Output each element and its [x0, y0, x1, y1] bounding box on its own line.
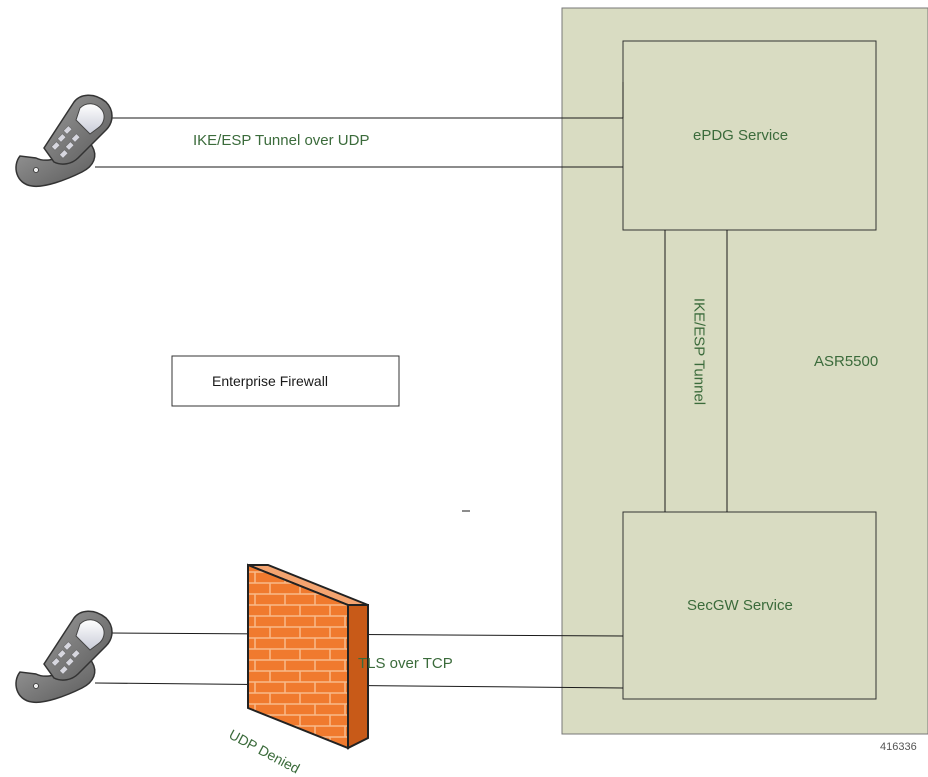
secgw-service-label: SecGW Service [687, 597, 793, 614]
figure-id-label: 416336 [880, 741, 917, 753]
firewall-brick-icon [247, 563, 369, 750]
tls-over-tcp-label: TLS over TCP [358, 655, 453, 672]
mobile-phone-icon [15, 610, 113, 704]
secgw-service-box [622, 511, 877, 700]
epdg-service-label: ePDG Service [693, 127, 789, 144]
enterprise-firewall-label: Enterprise Firewall [212, 373, 328, 389]
mobile-phone-icon [15, 94, 113, 188]
enterprise-firewall-box [171, 355, 400, 407]
asr-platform-label: ASR5500 [814, 353, 879, 370]
udp-tunnel-label: IKE/ESP Tunnel over UDP [193, 132, 370, 149]
epdg-service-box [622, 40, 877, 231]
internal-tunnel-label: IKE/ESP Tunnel [690, 297, 708, 406]
